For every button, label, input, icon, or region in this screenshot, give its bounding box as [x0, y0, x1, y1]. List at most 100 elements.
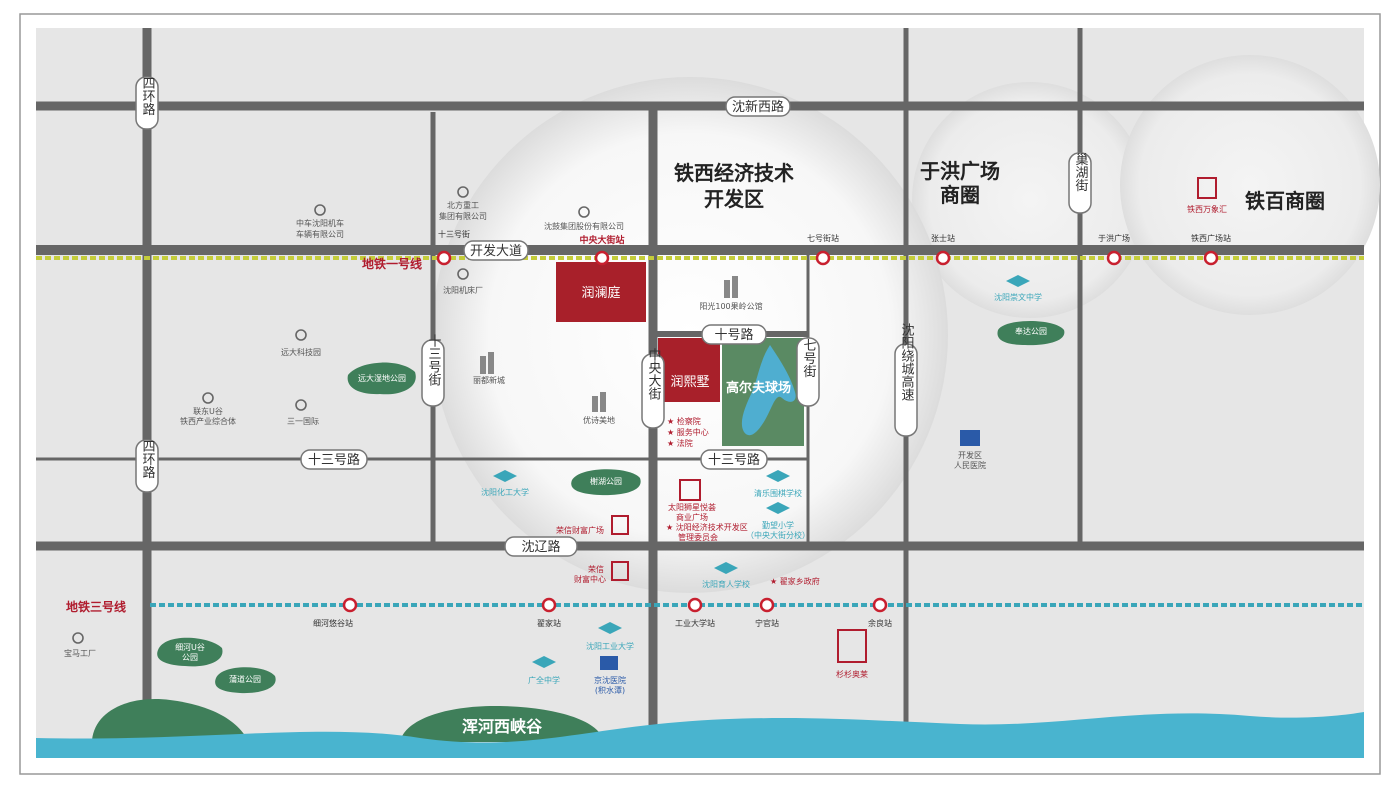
road-label-shisanhao-lu-right: 十三号路	[708, 452, 760, 468]
poi-labels: 北方重工 集团有限公司 中车沈阳机车 车辆有限公司 沈鼓集团股份有限公司 沈阳机…	[64, 200, 1227, 695]
park-pudao	[215, 667, 276, 694]
station-tiexi-label: 铁西广场站	[1191, 233, 1231, 243]
poi-liandong-2: 铁西产业综合体	[180, 416, 236, 426]
graduation-cap-icon	[714, 562, 738, 574]
road-label-sihuan-bottom-box	[135, 439, 159, 493]
poi-qinxin-2: （中央大街分校）	[746, 530, 810, 540]
poi-taiyang-1: 太阳狮星悦荟	[668, 502, 716, 512]
shopping-bag-icon	[611, 561, 629, 581]
poi-guanwei-2: 管理委员会	[678, 532, 718, 542]
shopping-bag-icon	[611, 515, 629, 535]
hill-left	[92, 699, 250, 745]
poi-rongxin-center-1: 荣信	[588, 564, 604, 574]
school-icons	[493, 275, 1030, 668]
hill-hunhe	[400, 705, 604, 742]
poi-wanxiang: 铁西万象汇	[1187, 204, 1227, 214]
building-icon	[480, 356, 486, 374]
building-icons	[480, 276, 738, 412]
road-labels: 沈新西路 开发大道 十号路 十三号路 十三号路 沈辽路 四环路 四环路 十三号街…	[135, 76, 1092, 557]
station-qihao[interactable]	[815, 250, 831, 266]
building-icon	[732, 276, 738, 298]
building-icon	[592, 396, 598, 412]
gear-icon	[457, 268, 469, 280]
poi-fuwu: ★ 服务中心	[667, 427, 709, 437]
road-label-shisanhao-lu-left-box	[300, 449, 368, 470]
poi-jichuang: 沈阳机床厂	[443, 285, 483, 295]
poi-baoma: 宝马工厂	[64, 648, 96, 658]
river	[36, 712, 1364, 758]
poi-jingshen-1: 京沈医院	[594, 675, 626, 685]
graduation-cap-icon	[766, 502, 790, 514]
project-runxishu[interactable]	[658, 338, 720, 402]
shopping-bag-icon	[679, 479, 701, 501]
gear-icon	[295, 399, 307, 411]
road-label-shisanhao-jie-box	[421, 339, 445, 407]
park-fengda-label: 奉达公园	[1015, 326, 1047, 336]
gear-icon	[72, 632, 84, 644]
station-gongye[interactable]	[687, 597, 703, 613]
poi-qinxin-1: 勤望小学	[762, 520, 794, 530]
road-label-shihao-box	[701, 324, 767, 345]
poi-zhongche-2: 车辆有限公司	[296, 229, 344, 239]
district-tiebai: 铁百商圈	[1245, 189, 1325, 213]
road-label-shisanhao-jie: 十三号街	[426, 334, 442, 386]
park-xihe-label-2: 公园	[182, 653, 198, 662]
station-ningguan[interactable]	[759, 597, 775, 613]
poi-hospital-1: 开发区	[958, 450, 982, 460]
park-pudao-label: 蒲道公园	[229, 674, 261, 684]
poi-jianchayuan: ★ 检察院	[667, 416, 701, 426]
hospital-icon	[600, 656, 618, 670]
station-zhaijia[interactable]	[541, 597, 557, 613]
graduation-cap-icon	[598, 622, 622, 634]
park-xihe-label-1: 细河U谷	[175, 642, 205, 652]
factory-icons	[72, 186, 590, 644]
road-label-sihuan-top-box	[135, 76, 159, 130]
station-xihe-label: 细河悠谷站	[313, 618, 353, 628]
golf-label: 高尔夫球场	[726, 380, 791, 396]
project-runlanting[interactable]	[556, 262, 646, 322]
gear-icon	[314, 204, 326, 216]
station-yuhong[interactable]	[1106, 250, 1122, 266]
hospital-icons	[600, 430, 980, 670]
graduation-cap-icon	[1006, 275, 1030, 287]
park-fengda	[997, 321, 1065, 346]
district-tiexi-line1: 铁西经济技术	[674, 161, 794, 185]
poi-rongxin-plaza: 荣信财富广场	[556, 525, 604, 535]
shopping-icons	[611, 177, 1217, 663]
poi-beifang-1: 北方重工	[447, 200, 479, 210]
station-zhangshi[interactable]	[935, 250, 951, 266]
poi-hospital-2: 人民医院	[954, 460, 986, 470]
graduation-cap-icon	[493, 470, 517, 482]
station-zhaijia-label: 翟家站	[537, 618, 561, 628]
park-xiehu	[571, 469, 641, 496]
project-runlanting-label: 润澜庭	[581, 285, 620, 301]
poi-sanyi: 三一国际	[287, 417, 319, 426]
gear-icon	[457, 186, 469, 198]
station-tiexi[interactable]	[1203, 250, 1219, 266]
graduation-cap-icon	[532, 656, 556, 668]
road-label-chaohu: 巢湖街	[1073, 153, 1089, 192]
poi-guanwei-1: ★ 沈阳经济技术开发区	[666, 522, 748, 532]
building-icon	[488, 352, 494, 374]
poi-zhongche-1: 中车沈阳机车	[296, 218, 344, 228]
road-label-shisanhao-lu-left: 十三号路	[308, 452, 360, 468]
hospital-icon	[960, 430, 980, 446]
poi-liandong-1: 联东U谷	[193, 406, 223, 416]
district-yuhong-line2: 商圈	[940, 183, 980, 207]
poi-gongye-daxue: 沈阳工业大学	[586, 641, 634, 651]
line1-stations	[436, 250, 1219, 266]
poi-zhaijia-gov: ★ 翟家乡政府	[770, 576, 820, 586]
station-zhongyang[interactable]	[594, 250, 610, 266]
station-ningguan-label: 宁官站	[755, 618, 779, 628]
station-xihe[interactable]	[342, 597, 358, 613]
district-yuhong-line1: 于洪广场	[920, 159, 1000, 183]
golf-lake	[741, 345, 796, 436]
poi-shengu: 沈鼓集团股份有限公司	[544, 221, 624, 231]
gear-icon	[295, 329, 307, 341]
metro-line-1-label: 地铁一号线	[362, 256, 422, 271]
graduation-cap-icon	[766, 470, 790, 482]
road-label-kaifa: 开发大道	[470, 243, 522, 259]
road-label-shenliao-box	[504, 536, 578, 557]
station-yuliang[interactable]	[872, 597, 888, 613]
station-shisanhao[interactable]	[436, 250, 452, 266]
